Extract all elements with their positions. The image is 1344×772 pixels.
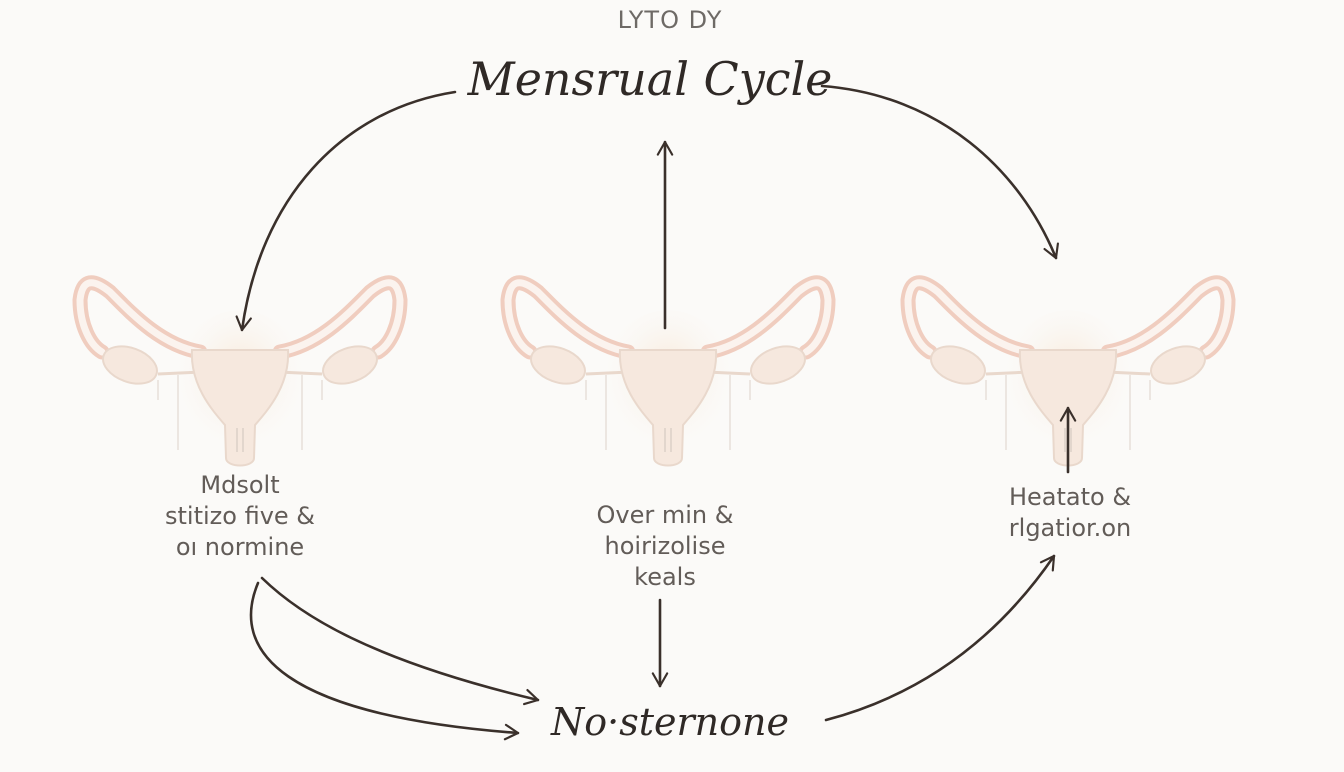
cervix-line	[236, 428, 244, 452]
ovary	[102, 345, 158, 385]
diagram-bottom-label: No·sternone	[551, 700, 789, 744]
arrow-left-to-bottom-2	[249, 581, 520, 741]
node-label-left: Mdsolt stitizo five & oı normine	[100, 470, 380, 563]
arrow-title-to-right	[820, 84, 1059, 260]
uterus-body	[190, 349, 290, 467]
uterus-body	[618, 349, 718, 467]
fallopian-tube-inner	[76, 279, 204, 356]
ovary	[530, 345, 586, 385]
diagram-top-label: LYTO DY	[617, 6, 723, 34]
ovary	[322, 345, 378, 385]
fallopian-tube-inner	[904, 279, 1032, 356]
node-label-line: stitizo five &	[165, 502, 315, 530]
node-label-line: Heatato &	[1008, 483, 1132, 511]
arrow-left-to-bottom-1	[260, 576, 540, 706]
cervix-line	[664, 428, 672, 452]
fallopian-tube-inner	[276, 279, 404, 356]
node-label-line: Over min &	[596, 501, 734, 529]
node-label-line: Mdsolt	[200, 471, 280, 499]
arrow-title-to-left	[235, 90, 457, 332]
ovary	[1150, 345, 1206, 385]
node-label-right: Heatato & rlgatior.on	[950, 482, 1190, 544]
node-label-line: hoirizolise	[604, 532, 726, 560]
diagram-title: Mensrual Cycle	[467, 52, 833, 106]
node-label-middle: Over min & hoirizolise keals	[530, 500, 800, 593]
uterus-illustration-middle	[500, 275, 836, 470]
node-label-line: rlgatior.on	[1008, 514, 1132, 542]
node-label-line: oı normine	[175, 533, 305, 561]
fallopian-tube-inner	[704, 279, 832, 356]
node-label-line: keals	[634, 563, 696, 591]
ovary	[750, 345, 806, 385]
fallopian-tube-inner	[504, 279, 632, 356]
arrow-bottom-to-right	[824, 554, 1056, 722]
cervix-line	[1064, 428, 1072, 452]
uterus-illustration-left	[72, 275, 408, 470]
ovary	[930, 345, 986, 385]
fallopian-tube-inner	[1104, 279, 1232, 356]
